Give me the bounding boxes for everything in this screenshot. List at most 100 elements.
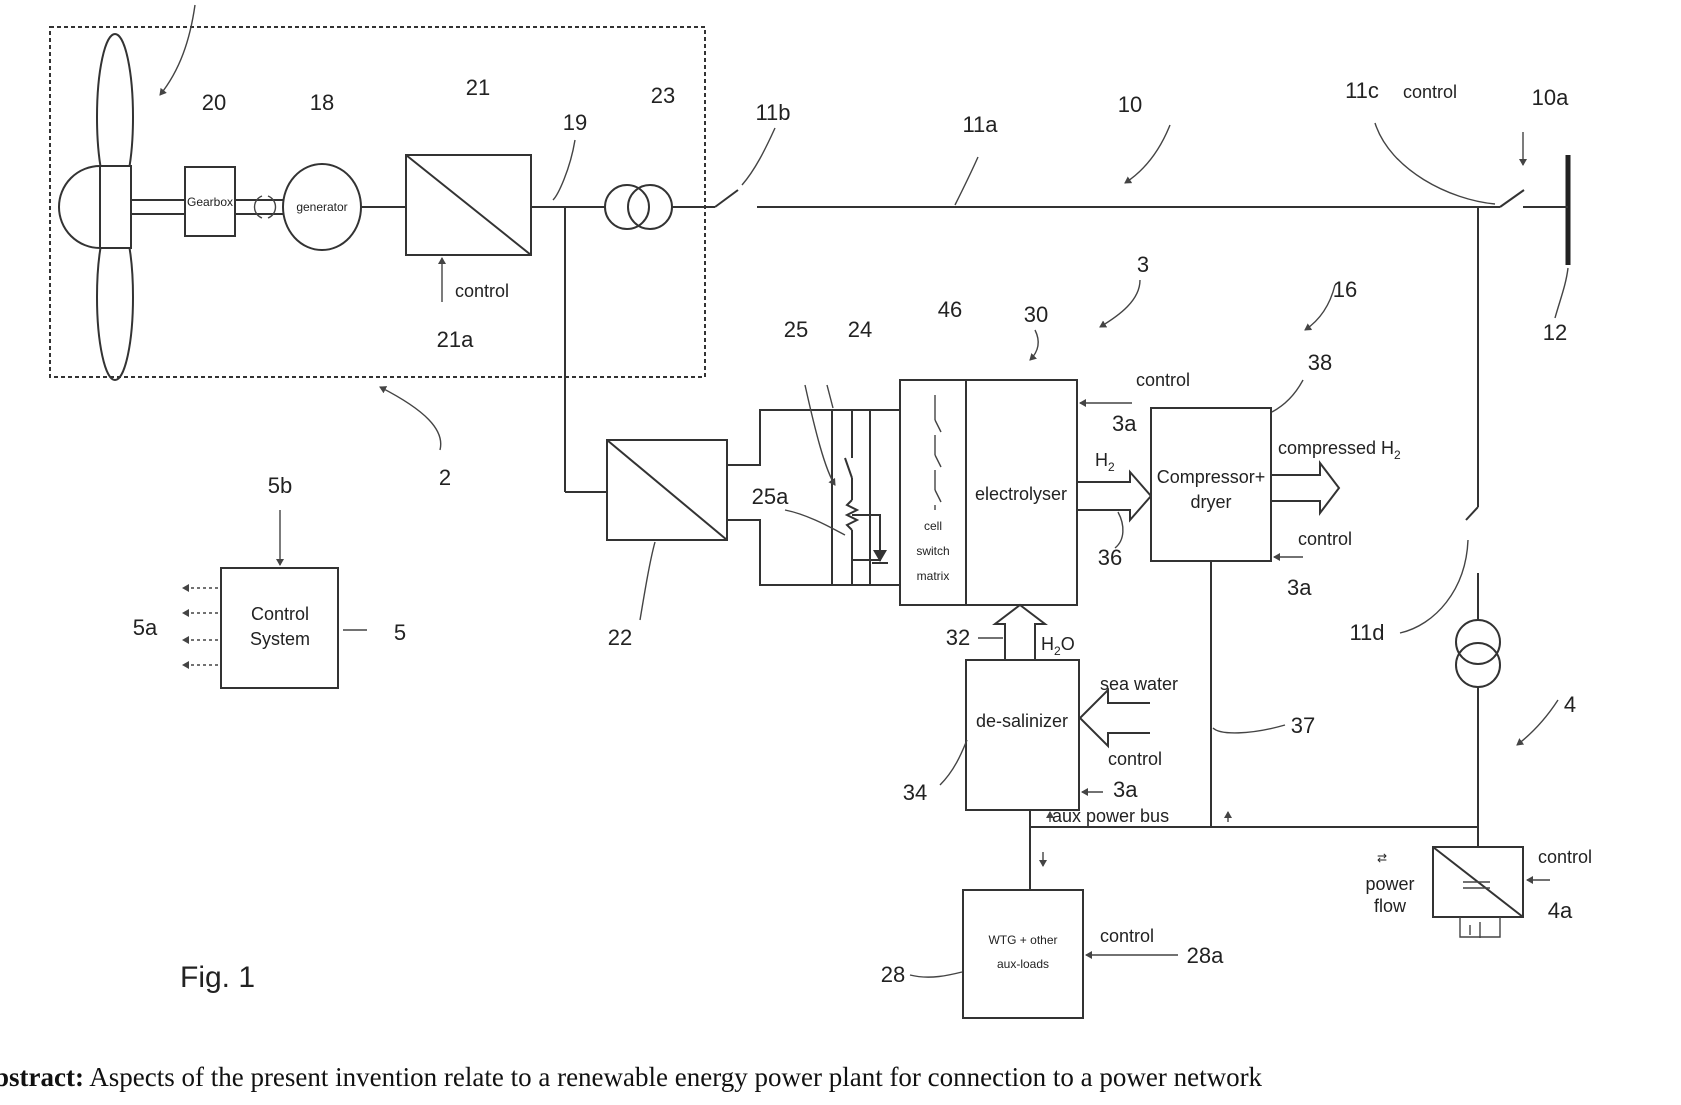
power-flow-label-2: flow <box>1374 896 1407 916</box>
leader-11c <box>1375 123 1495 204</box>
sea-water-arrow <box>1080 690 1150 746</box>
battery-icon <box>1460 917 1500 938</box>
gearbox-label: Gearbox <box>187 195 233 209</box>
ref-5a: 5a <box>133 615 158 640</box>
generator-label: generator <box>296 200 347 214</box>
patent-figure-diagram: Gearbox generator control <box>0 0 1681 1050</box>
ref-11a: 11a <box>962 112 998 137</box>
leader-12 <box>1555 268 1568 318</box>
leader-4 <box>1517 700 1558 745</box>
ref-22: 22 <box>608 625 632 650</box>
h2-label: H2 <box>1095 450 1115 474</box>
sea-water-label: sea water <box>1100 674 1178 694</box>
ref-2: 2 <box>439 465 451 490</box>
ref-28a: 28a <box>1187 943 1224 968</box>
main-control-label: control <box>1403 82 1457 102</box>
figure-caption: Fig. 1 <box>180 961 255 994</box>
ref-34: 34 <box>903 780 927 805</box>
leader-11b <box>742 128 775 185</box>
cell-switch-matrix-label-1: cell <box>924 519 942 533</box>
ref-12: 12 <box>1543 320 1567 345</box>
ref-4: 4 <box>1564 692 1576 717</box>
h2o-label: H2O <box>1041 634 1075 658</box>
power-flow-label-1: power <box>1365 874 1414 894</box>
ref-38: 38 <box>1308 350 1332 375</box>
leader-11a <box>955 157 978 205</box>
leader-11d <box>1400 540 1468 633</box>
converter-4a-control-label: control <box>1538 847 1592 867</box>
ref-5: 5 <box>394 620 406 645</box>
ref-11b: 11b <box>755 100 790 125</box>
aux-power-bus-label: aux power bus <box>1052 806 1169 826</box>
ref-28: 28 <box>881 962 905 987</box>
ref-11d: 11d <box>1349 620 1384 645</box>
leader-37 <box>1213 725 1285 733</box>
ref-11c: 11c <box>1345 78 1379 103</box>
wtg-loads-label-1: WTG + other <box>988 933 1057 947</box>
compressor-control-label: control <box>1298 529 1352 549</box>
ref-18: 18 <box>310 90 334 115</box>
ref-37: 37 <box>1291 713 1315 738</box>
compressor-label-2: dryer <box>1190 492 1231 512</box>
ref-21a: 21a <box>437 327 474 352</box>
ref-36: 36 <box>1098 545 1122 570</box>
ref-25: 25 <box>784 317 808 342</box>
control-system-label-2: System <box>250 629 310 649</box>
leader-22 <box>640 542 655 620</box>
control-output-arrows <box>183 588 218 665</box>
ref-4a: 4a <box>1548 898 1573 923</box>
control-system-label-1: Control <box>251 604 309 624</box>
wtg-loads-box <box>963 890 1083 1018</box>
ref-24: 24 <box>848 317 872 342</box>
leader-36 <box>1115 512 1123 548</box>
ref-3: 3 <box>1137 252 1149 277</box>
ref-20: 20 <box>202 90 226 115</box>
abstract-label: bstract: <box>0 1062 84 1092</box>
leader-10 <box>1125 125 1170 183</box>
compressed-h2-label: compressed H2 <box>1278 438 1401 462</box>
turbine-enclosure <box>50 27 705 377</box>
desalinizer-label: de-salinizer <box>976 711 1068 731</box>
ref-25a: 25a <box>752 484 789 509</box>
ref-10a: 10a <box>1532 85 1569 110</box>
switch-25 <box>845 458 852 478</box>
ref-19: 19 <box>563 110 587 135</box>
desalinizer-control-label: control <box>1108 749 1162 769</box>
cell-switch-matrix-label-2: switch <box>916 544 949 558</box>
switch-11b <box>715 190 738 207</box>
leader-30 <box>1030 330 1038 360</box>
ref-5b: 5b <box>268 473 292 498</box>
ref-3a-electrolyser: 3a <box>1112 411 1137 436</box>
leader-34 <box>940 740 967 785</box>
converter-control-label: control <box>455 281 509 301</box>
h2o-arrow <box>995 605 1045 660</box>
leader-2 <box>380 387 441 450</box>
wtg-control-label: control <box>1100 926 1154 946</box>
electrolyser-control-label: control <box>1136 370 1190 390</box>
leader-38 <box>1272 380 1303 412</box>
abstract-body: Aspects of the present invention relate … <box>89 1062 1262 1092</box>
power-flow-icon: ⇄ <box>1377 851 1387 865</box>
compressor-label-1: Compressor+ <box>1157 467 1266 487</box>
leader-28 <box>910 972 962 977</box>
ref-23: 23 <box>651 83 675 108</box>
switch-10a <box>1500 190 1524 207</box>
ref-21: 21 <box>466 75 490 100</box>
ref-10: 10 <box>1118 92 1142 117</box>
leader-25a <box>785 510 845 535</box>
transformer-23 <box>605 185 672 229</box>
leader-top-left <box>160 5 195 95</box>
ref-30: 30 <box>1024 302 1048 327</box>
wtg-loads-label-2: aux-loads <box>997 957 1049 971</box>
ref-16: 16 <box>1333 277 1357 302</box>
leader-19 <box>553 140 575 200</box>
aux-transformer <box>1456 620 1500 687</box>
ref-3a-desalinizer: 3a <box>1113 777 1138 802</box>
switch-11d <box>1466 507 1478 520</box>
desalinizer-box <box>966 660 1079 810</box>
electrolyser-label: electrolyser <box>975 484 1067 504</box>
h2-arrow <box>1077 472 1151 520</box>
leader-3 <box>1100 280 1140 327</box>
ref-46: 46 <box>938 297 962 322</box>
ref-3a-compressor: 3a <box>1287 575 1312 600</box>
